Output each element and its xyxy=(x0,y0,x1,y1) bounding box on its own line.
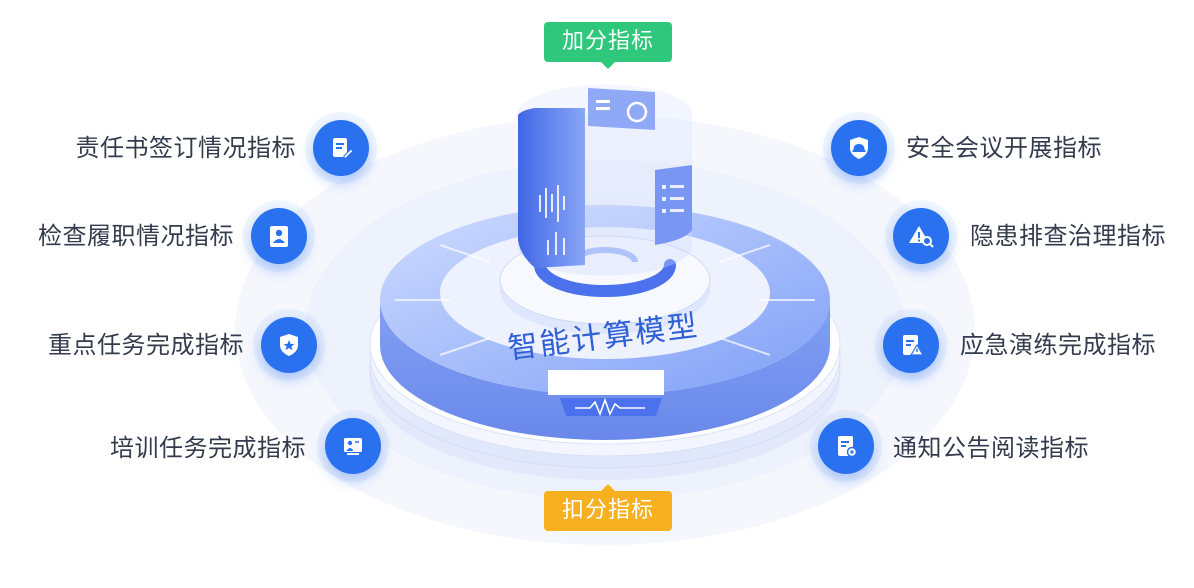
indicator-label-hazard-inspection: 隐患排查治理指标 xyxy=(970,222,1166,250)
shield-star-icon xyxy=(261,317,317,373)
indicator-label-safety-meeting: 安全会议开展指标 xyxy=(906,134,1102,162)
person-badge-icon xyxy=(251,208,307,264)
document-warning-icon xyxy=(883,317,939,373)
warning-search-icon xyxy=(893,208,949,264)
indicator-label-notice-reading: 通知公告阅读指标 xyxy=(893,434,1089,462)
helmet-shield-icon xyxy=(831,120,887,176)
indicator-label-training: 培训任务完成指标 xyxy=(110,434,306,462)
indicator-label-key-tasks: 重点任务完成指标 xyxy=(48,331,244,359)
indicator-label-inspection: 检查履职情况指标 xyxy=(38,222,234,250)
document-edit-icon xyxy=(313,120,369,176)
bonus-indicator-badge: 加分指标 xyxy=(544,22,673,69)
document-gear-icon xyxy=(818,418,874,474)
deduction-indicator-badge: 扣分指标 xyxy=(544,484,673,531)
teacher-board-icon xyxy=(325,418,381,474)
indicator-label-responsibility: 责任书签订情况指标 xyxy=(75,134,296,162)
indicator-label-emergency-drill: 应急演练完成指标 xyxy=(960,331,1156,359)
